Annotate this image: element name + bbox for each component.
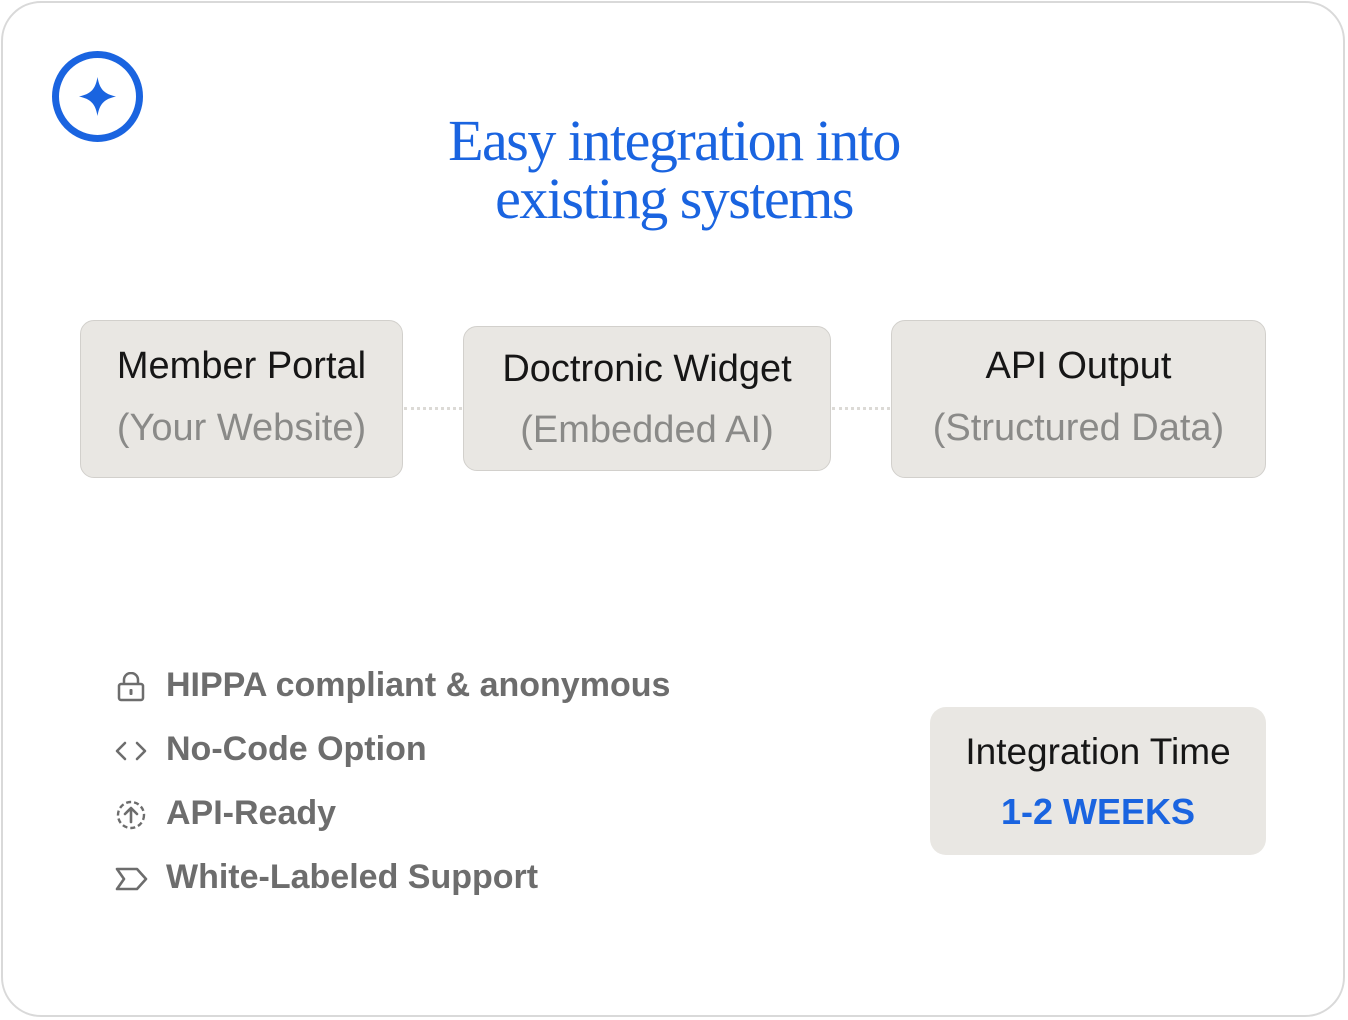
feature-label: API-Ready bbox=[166, 794, 337, 832]
flow-box-subtitle: (Embedded AI) bbox=[520, 409, 774, 451]
flow-box-title: API Output bbox=[985, 345, 1172, 387]
code-icon bbox=[115, 741, 147, 761]
member-portal-box: Member Portal (Your Website) bbox=[80, 320, 403, 478]
integration-time-value: 1-2 WEEKS bbox=[1000, 791, 1196, 832]
integration-time-label: Integration Time bbox=[965, 731, 1231, 772]
connector-1 bbox=[404, 407, 462, 410]
feature-label: White-Labeled Support bbox=[166, 858, 539, 896]
flow-box-title: Member Portal bbox=[116, 345, 367, 387]
doctronic-widget-box: Doctronic Widget (Embedded AI) bbox=[463, 326, 831, 471]
connector-2 bbox=[832, 407, 890, 410]
flow-box-subtitle: (Your Website) bbox=[116, 407, 367, 449]
title-line-1: Easy integration into bbox=[448, 108, 901, 173]
feature-label: No-Code Option bbox=[166, 730, 427, 768]
upload-icon bbox=[116, 800, 146, 830]
feature-label: HIPPA compliant & anonymous bbox=[166, 666, 671, 704]
integration-time-box: Integration Time 1-2 WEEKS bbox=[930, 707, 1266, 855]
title-line-2: existing systems bbox=[495, 166, 854, 231]
label-tag-icon bbox=[115, 867, 148, 891]
flow-box-title: Doctronic Widget bbox=[502, 348, 792, 390]
api-output-box: API Output (Structured Data) bbox=[891, 320, 1266, 478]
flow-box-subtitle: (Structured Data) bbox=[932, 407, 1225, 449]
page-title: Easy integration into existing systems bbox=[0, 112, 1348, 228]
lock-icon bbox=[117, 672, 145, 702]
sparkle-icon bbox=[52, 51, 143, 142]
